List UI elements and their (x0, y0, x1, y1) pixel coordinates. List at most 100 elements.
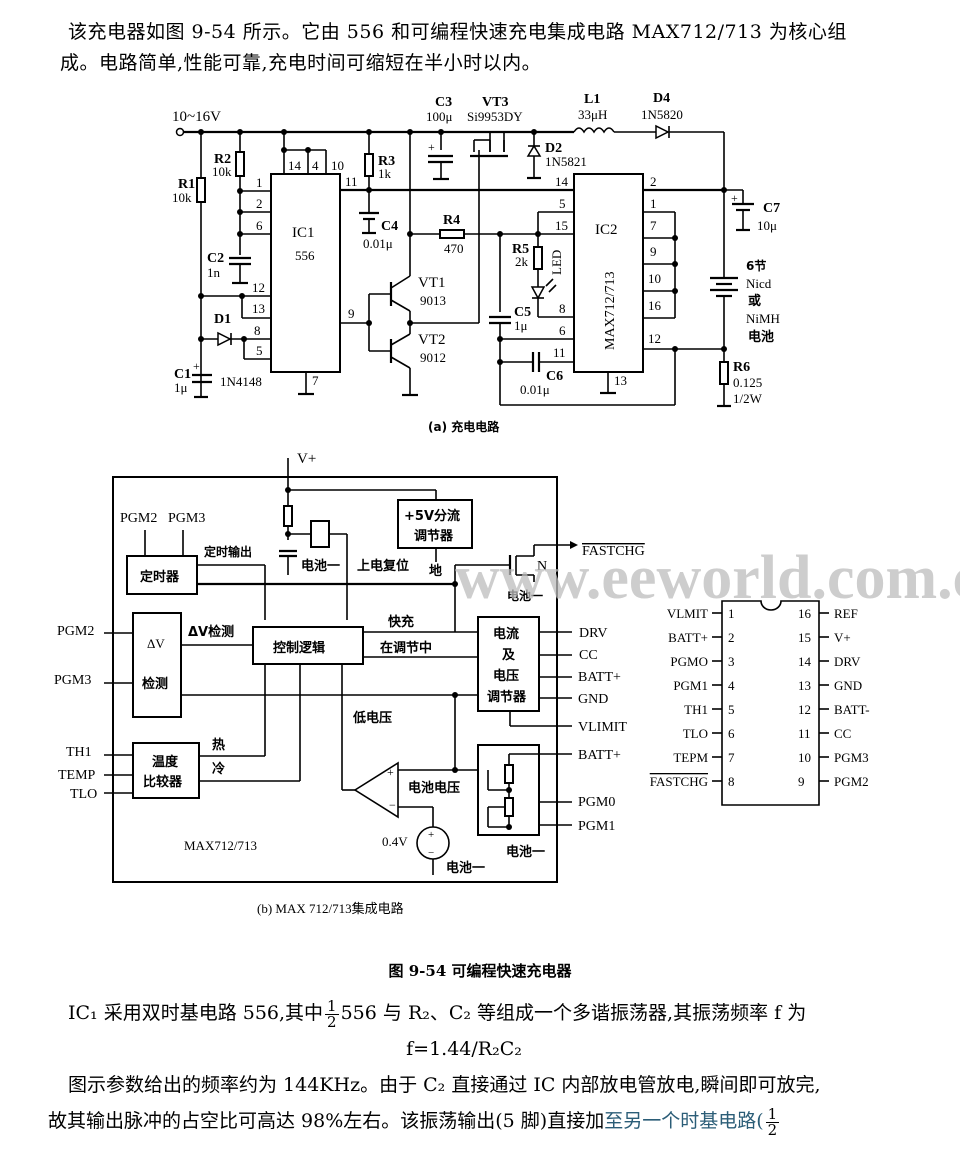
fast-charge-label: 快充 (388, 614, 414, 630)
fraction-den: 2 (767, 1120, 778, 1139)
pin-name-pgmo: PGMO (670, 654, 708, 669)
r5-resistor (533, 246, 543, 270)
ref-plus: + (428, 829, 434, 841)
batt-minus-label: 电池一 (301, 558, 340, 574)
dv-detect-label: ΔV检测 (188, 624, 234, 640)
shunt-regulator-block (397, 499, 473, 549)
l1-inductor (573, 127, 615, 134)
c6-label: C6 (546, 369, 563, 384)
temp-label: 比较器 (143, 774, 183, 790)
ic2-pin-label: 7 (650, 218, 657, 233)
ic2-pin-label: 5 (559, 196, 566, 211)
timer-label: 定时器 (139, 569, 180, 585)
pin-name-v: V+ (834, 630, 851, 645)
battery-label: 或 (748, 293, 761, 309)
pin-number: 12 (798, 702, 811, 717)
timer-block (126, 555, 198, 595)
circuit-b: V+ 电池一 上电复位 +5V分流 调节器 地 PGM2 PGM3 定时器 定时… (54, 451, 645, 916)
th1-input-label: TH1 (66, 745, 92, 760)
r6-label: R6 (733, 360, 750, 375)
vplus-label: V+ (297, 451, 316, 467)
ic2-type: MAX712/713 (603, 271, 618, 350)
pin-number: 10 (798, 750, 811, 765)
ic2-label: IC2 (595, 222, 618, 238)
body-text-segment: 556 与 R₂、C₂ 等组成一个多谐振荡器,其振荡频率 f 为 (340, 1002, 807, 1024)
ground-label: 地 (429, 563, 442, 579)
vt2-label: VT2 (418, 332, 446, 348)
pgm3-input-label: PGM3 (54, 673, 91, 688)
c3-value: 100μ (426, 109, 453, 124)
ic1-pin-label: 9 (348, 306, 355, 321)
ic1-pin-label: 10 (331, 158, 344, 173)
pin-name-gnd: GND (834, 678, 862, 693)
formula: f=1.44/R₂C₂ (406, 1038, 522, 1060)
ic1-pin-label: 11 (345, 174, 358, 189)
circuit-a: 10~16V R1 10k R2 10k C2 1n IC1 556 14 4 (172, 91, 780, 434)
d4-diode (655, 124, 670, 140)
c2-value: 1n (207, 265, 221, 280)
ic2-pin-label: 15 (555, 218, 568, 233)
shunt-label: 调节器 (414, 528, 454, 544)
max712-outline (112, 476, 558, 883)
c5-label: C5 (514, 305, 531, 320)
pin-number: 7 (728, 750, 735, 765)
batt-minus-label: 电池一 (507, 588, 543, 603)
pin-number: 14 (798, 654, 812, 669)
c5-value: 1μ (514, 318, 528, 333)
pin-number: 1 (728, 606, 735, 621)
pin-number: 16 (798, 606, 812, 621)
ic1-556 (270, 173, 341, 373)
ic1-type: 556 (295, 248, 315, 263)
ic1-pin-label: 5 (256, 343, 263, 358)
reset-resistor (283, 505, 293, 527)
pin-name-ref: REF (834, 606, 858, 621)
intro-line-2: 成。电路简单,性能可靠,充电时间可缩短在半小时以内。 (60, 52, 542, 74)
max712-pinout: 1VLMIT2BATT+3PGMO4PGM15TH16TLO7TEPM8FAST… (650, 600, 870, 806)
d4-value: 1N5820 (641, 107, 683, 122)
ic2-pin-label: 16 (648, 298, 662, 313)
l1-label: L1 (584, 92, 600, 107)
ic1-pin-label: 7 (312, 373, 319, 388)
d2-diode (526, 144, 542, 157)
c4-label: C4 (381, 219, 398, 234)
dv-label: ΔV (147, 636, 165, 651)
body-text-segment: IC₁ 采用双时基电路 556,其中 (68, 1002, 324, 1024)
ic1-pin-label: 6 (256, 218, 263, 233)
comparator-plus: + (387, 765, 394, 779)
r4-resistor (439, 229, 465, 239)
pin-name-vlmit: VLMIT (667, 606, 708, 621)
pin-number: 9 (798, 774, 805, 789)
led (530, 286, 546, 300)
ic2-pin-label: 11 (553, 345, 566, 360)
body-line-4: 故其输出脉冲的占空比可高达 98%左右。该振荡输出(5 脚)直接加至另一个时基电… (48, 1103, 928, 1139)
caption-a: (a) 充电电路 (428, 419, 500, 434)
c7-value: 10μ (757, 218, 777, 233)
c3-plus: + (428, 140, 435, 154)
reset-gate (310, 520, 330, 548)
body-line-3: 图示参数给出的频率约为 144KHz。由于 C₂ 直接通过 IC 内部放电管放电… (68, 1074, 821, 1096)
ic1-pin-label: 12 (252, 280, 265, 295)
control-logic-label: 控制逻辑 (273, 640, 325, 656)
r1-label: R1 (178, 177, 195, 192)
l1-value: 33μH (578, 107, 607, 122)
pgm2-top-label: PGM2 (120, 511, 157, 526)
ref-voltage-label: 0.4V (382, 834, 408, 849)
ic1-pin-label: 14 (288, 158, 302, 173)
r6-rating: 1/2W (733, 391, 763, 406)
battery-label: Nicd (746, 276, 772, 291)
r1-resistor (196, 177, 206, 203)
fraction-num: 1 (325, 996, 339, 1015)
body-text-link: 至另一个时基电路( (604, 1110, 764, 1132)
caption-b: (b) MAX 712/713集成电路 (257, 901, 404, 916)
intro-paragraph: 该充电器如图 9-54 所示。它由 556 和可编程快速充电集成电路 MAX71… (60, 17, 918, 79)
n-label: N (537, 559, 547, 574)
ic2-pin-label: 1 (650, 196, 657, 211)
pin-number: 6 (728, 726, 735, 741)
c2-label: C2 (207, 251, 224, 266)
comparator (353, 761, 399, 819)
fastchg-output-label: FASTCHG (582, 544, 645, 559)
power-reset-label: 上电复位 (357, 558, 409, 574)
temp-label: 温度 (152, 754, 179, 770)
pin-name-pgm1: PGM1 (673, 678, 708, 693)
ref-minus: − (428, 847, 434, 859)
